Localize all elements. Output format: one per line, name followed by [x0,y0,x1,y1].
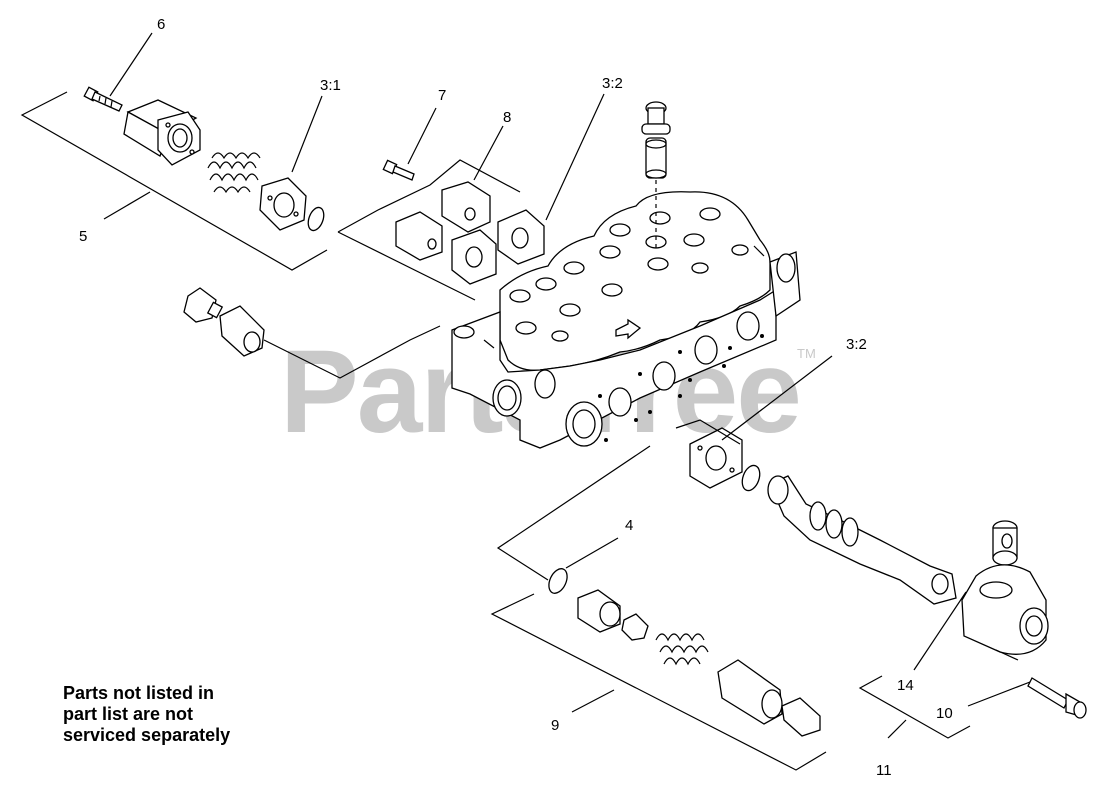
spacer-blocks-8 [337,159,545,301]
bolt-10 [1027,677,1087,719]
top-plunger [641,101,671,250]
callout-3-2-right: 3:2 [846,336,867,353]
screw-part-7 [382,159,415,181]
solenoid-coil [123,99,201,166]
callout-7: 7 [438,87,446,104]
o-ring-right [741,464,761,492]
note-line-1: Parts not listed in [63,683,214,703]
callout-10: 10 [936,705,953,722]
callout-8: 8 [503,109,511,126]
leader-body-lower [496,445,651,581]
screw-part-6 [83,86,123,112]
spring [207,152,261,194]
callout-5: 5 [79,228,87,245]
bracket-5 [20,91,328,271]
callout-14: 14 [897,677,914,694]
note-line-3: serviced separately [63,725,230,745]
flange-plate-3-1 [259,177,307,231]
lever-housing-14 [961,520,1049,661]
left-plug [183,287,441,379]
callout-6: 6 [157,16,165,33]
spool [767,475,957,605]
flange-plate-3-2-right [689,427,743,489]
watermark-trademark: TM [797,346,816,361]
service-note: Parts not listed in part list are not se… [63,683,230,745]
callout-11: 11 [876,762,892,779]
relief-valve-cartridge [577,589,821,737]
bracket-9 [490,593,827,771]
callout-3-1: 3:1 [320,77,341,94]
note-line-2: part list are not [63,704,193,724]
valve-body [451,191,801,449]
o-ring-upper-left [307,206,325,232]
callout-3-2-top: 3:2 [602,75,623,92]
bracket-11 [858,675,971,739]
callouts: 6 3:1 7 8 3:2 5 3:2 4 9 14 10 11 [79,16,953,779]
o-ring-4 [548,568,568,594]
leader-lines [109,32,1031,707]
callout-4: 4 [625,517,633,534]
callout-9: 9 [551,717,559,734]
